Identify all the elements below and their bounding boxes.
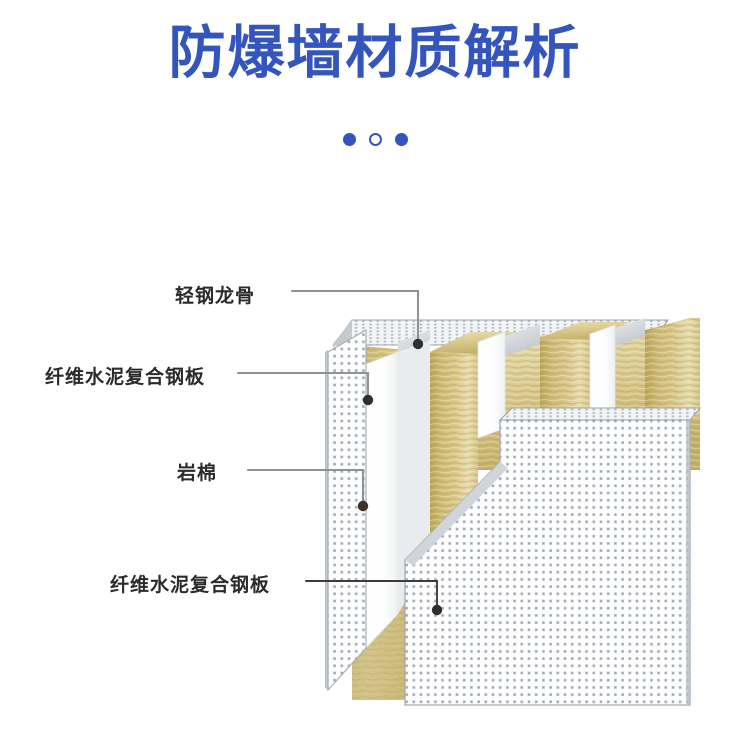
leader-dot-plate-bottom (431, 604, 443, 616)
page-title: 防爆墙材质解析 (168, 21, 582, 85)
left-panel-corner (332, 320, 352, 345)
callout-leaders (236, 289, 443, 616)
leader-dot-plate-top (362, 394, 374, 406)
leader-line-keel (290, 289, 420, 343)
leader-line-wool (246, 468, 365, 505)
wool-bay2-top (540, 322, 630, 340)
left-panel-edge (325, 350, 328, 690)
wool-bay3-fibre (645, 318, 700, 418)
leader-line-plate-bottom (305, 580, 438, 608)
leader-dot-wool (357, 500, 369, 512)
callout-label-fiber-cement-panel-top: 纤维水泥复合钢板 (45, 367, 206, 388)
front-panel-top-chamfer (498, 407, 702, 421)
leader-dot-keel (412, 338, 424, 350)
wool-bay2-fibre (540, 338, 590, 420)
front-panel-bevel (405, 462, 508, 566)
keel-c-top (615, 318, 645, 346)
front-panel-right-edge (686, 420, 690, 705)
callout-label-fiber-cement-panel-bottom: 纤维水泥复合钢板 (110, 575, 271, 596)
callout-label-rock-wool: 岩棉 (177, 463, 218, 484)
dot-2-icon (368, 133, 382, 146)
decorative-dot-row (0, 133, 750, 146)
dot-1-icon (342, 133, 356, 146)
front-fiber-cement-panel (404, 407, 702, 706)
left-return-panel (325, 320, 367, 692)
leader-line-plate-top (236, 371, 370, 399)
callout-label-keel: 轻钢龙骨 (175, 286, 256, 307)
keel-c-face (589, 324, 616, 419)
dot-3-icon (394, 133, 408, 146)
keel-b-top (505, 324, 540, 356)
